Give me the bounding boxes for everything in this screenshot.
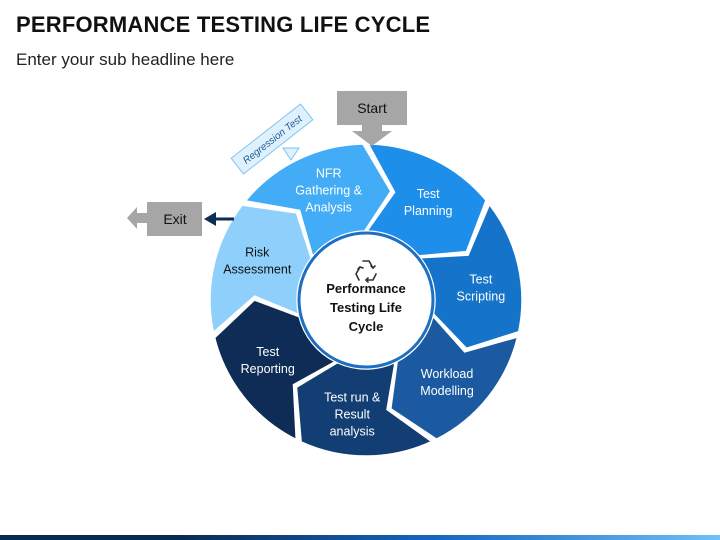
page-subtitle: Enter your sub headline here <box>16 50 235 69</box>
recycle-icon <box>355 260 377 283</box>
cycle-segment-label: NFR Gathering & Analysis <box>295 167 362 215</box>
regression-box <box>230 103 314 175</box>
cycle-segment-label-line: Gathering & <box>295 184 362 198</box>
start-box <box>337 91 407 125</box>
start-arrow <box>352 125 392 146</box>
bottom-accent-bar <box>0 535 720 540</box>
exit-connector-head <box>204 212 216 226</box>
cycle-segment-label-line: Test <box>417 187 440 201</box>
start-label: Start <box>357 100 387 116</box>
cycle-segment-label-line: Result <box>334 408 370 422</box>
cycle-segment <box>365 143 487 257</box>
cycle-segment <box>295 361 434 457</box>
cycle-segment-label-line: Analysis <box>305 201 352 215</box>
cycle-segment-label-line: analysis <box>330 425 375 439</box>
page-title: PERFORMANCE TESTING LIFE CYCLE <box>16 12 431 37</box>
cycle-segment-label-line: Modelling <box>420 384 474 398</box>
cycle-segment-label-line: Test run & <box>324 391 381 405</box>
cycle-segment-label-line: NFR <box>316 167 342 181</box>
cycle-segment-label-line: Risk <box>245 246 270 260</box>
cycle-segment <box>419 203 523 350</box>
cycle-segment <box>390 314 519 441</box>
regression-arrow <box>282 147 300 161</box>
regression-label: Regression Test <box>241 113 305 167</box>
cycle-segment <box>213 299 337 441</box>
cycle-segment-label-line: Assessment <box>223 263 292 277</box>
exit-arrow-head <box>127 207 147 229</box>
center-title-line: Performance <box>326 281 405 296</box>
cycle-segment <box>209 204 313 334</box>
cycle-segment-label-line: Workload <box>421 367 474 381</box>
center-circle <box>297 231 435 369</box>
cycle-segments <box>209 143 523 457</box>
cycle-segment <box>244 143 392 258</box>
cycle-segment-label-line: Scripting <box>457 289 506 303</box>
cycle-segment-label-line: Reporting <box>241 362 295 376</box>
cycle-segment-label-line: Test <box>256 345 279 359</box>
exit-label: Exit <box>163 211 186 227</box>
cycle-segment-label-line: Planning <box>404 204 453 218</box>
exit-box <box>147 202 202 236</box>
center-title-line: Cycle <box>349 319 384 334</box>
cycle-segment-label-line: Test <box>469 272 492 286</box>
cycle-segment-label: Test run & Result analysis <box>324 391 381 439</box>
center-title-line: Testing Life <box>330 300 402 315</box>
